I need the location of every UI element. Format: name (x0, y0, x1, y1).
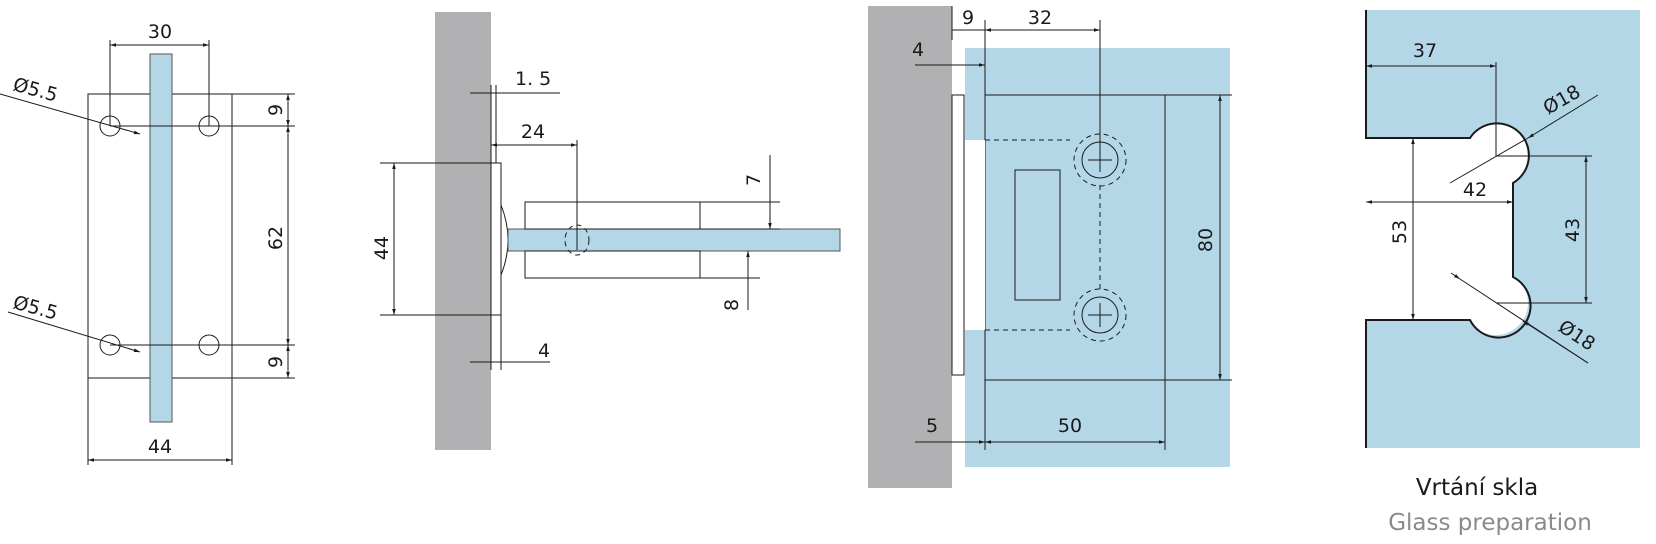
dim-depth: 24 (521, 121, 545, 143)
dim-width: 50 (1058, 415, 1082, 437)
dim-offset-9: 9 (962, 7, 974, 29)
dim-bottom-offset: 9 (265, 356, 287, 368)
wall (435, 12, 491, 450)
clamp-top (524, 201, 701, 230)
caption-english: Glass preparation (1388, 510, 1592, 536)
dim-37: 37 (1413, 40, 1437, 62)
dim-hole-dia-bottom: Ø5.5 (11, 292, 60, 325)
glass-hole (1081, 296, 1119, 334)
dim-offset-4: 4 (912, 39, 924, 61)
dim-gap: 1. 5 (515, 68, 551, 90)
dim-43: 43 (1562, 218, 1584, 242)
base-plate (951, 94, 965, 376)
dim-42: 42 (1463, 179, 1487, 201)
base-plate (490, 162, 502, 316)
dim-53: 53 (1389, 220, 1411, 244)
dim-height: 44 (371, 236, 393, 260)
dim-plate: 4 (538, 340, 550, 362)
glass-edge (149, 53, 173, 423)
cutout-outline (1365, 10, 1532, 448)
caption-czech: Vrtání skla (1416, 475, 1538, 501)
dim-hole-spacing: 30 (148, 21, 172, 43)
dim-hole-dia-top: Ø5.5 (11, 74, 60, 107)
front-view: 9 32 4 80 5 50 (868, 6, 1232, 488)
dim-top-clamp: 7 (743, 174, 765, 186)
dim-offset-5: 5 (926, 415, 938, 437)
dim-bottom-clamp: 8 (721, 299, 743, 311)
dim-top-offset: 9 (265, 104, 287, 116)
wall (868, 6, 952, 488)
glass-panel (965, 48, 1230, 467)
hinge-pin-block (1014, 169, 1061, 301)
clamp-bottom (524, 250, 701, 279)
glass-section (507, 228, 841, 252)
dim-hole-vertical: 62 (265, 226, 287, 250)
dim-width: 44 (148, 436, 172, 458)
glass-preparation-view: 37 Ø18 42 53 43 Ø18 Vrtání skla Glass pr… (1360, 10, 1640, 536)
dim-height: 80 (1195, 228, 1217, 252)
dim-hole-x: 32 (1028, 7, 1052, 29)
plate-view: 30 Ø5.5 Ø5.5 9 62 9 44 (0, 21, 295, 465)
side-view: 44 1. 5 24 7 8 4 (371, 12, 841, 450)
